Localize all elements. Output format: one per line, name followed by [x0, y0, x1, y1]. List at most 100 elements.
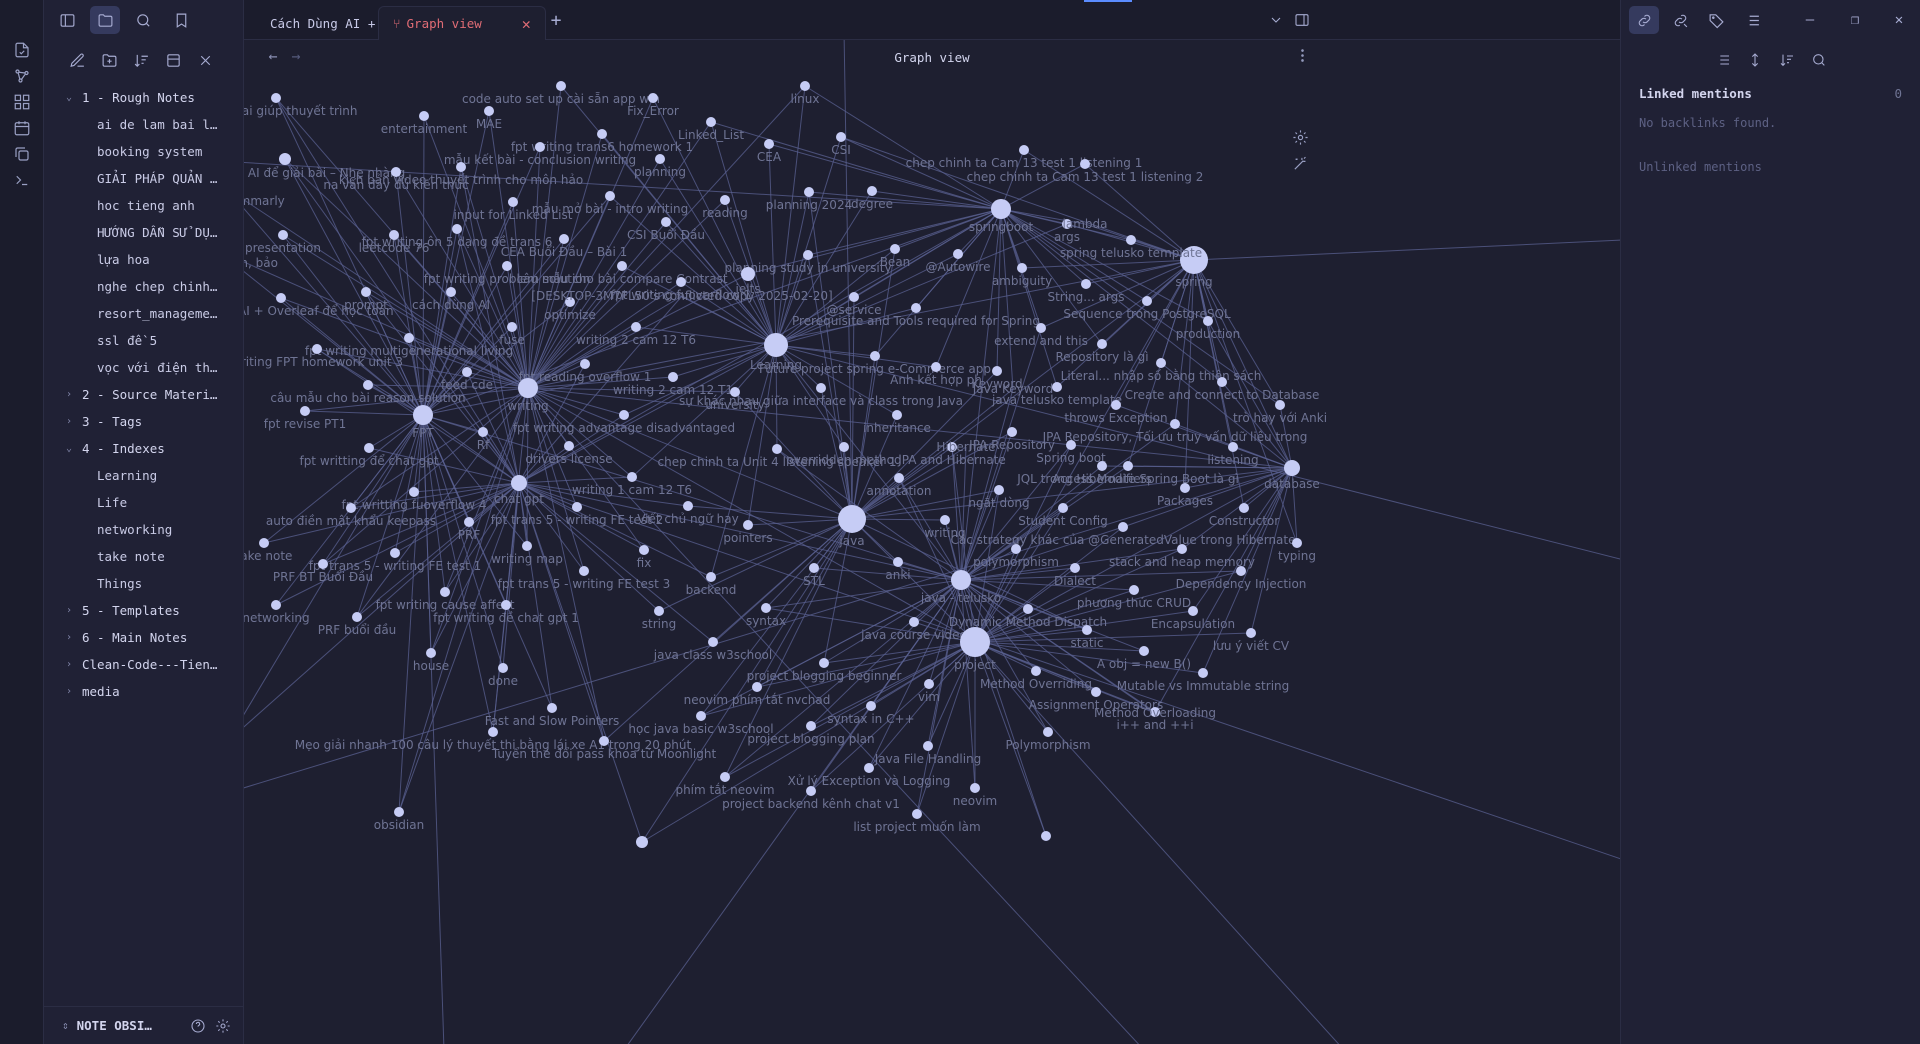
- graph-node-label[interactable]: static: [1071, 636, 1104, 650]
- graph-node-label[interactable]: mẫu mở bài - intro writing: [532, 202, 688, 216]
- graph-node-label[interactable]: input for Linked List: [454, 208, 573, 222]
- graph-node-label[interactable]: fpt trans 5 - writing FE test 3: [498, 577, 671, 591]
- graph-node[interactable]: [636, 836, 648, 848]
- graph-node[interactable]: [683, 501, 693, 511]
- graph-node-label[interactable]: obsidian: [374, 818, 424, 832]
- graph-node[interactable]: [1126, 235, 1136, 245]
- graph-node-label[interactable]: writing: [924, 526, 965, 540]
- graph-node-label[interactable]: CEA: [757, 150, 782, 164]
- file-item[interactable]: hoc tieng anh: [97, 198, 195, 213]
- graph-node[interactable]: [488, 727, 498, 737]
- graph-node[interactable]: [413, 405, 433, 425]
- graph-node-label[interactable]: Linked_List: [678, 128, 744, 142]
- graph-node-label[interactable]: overridden method: [786, 453, 901, 467]
- graph-node[interactable]: [619, 410, 629, 420]
- search-icon[interactable]: [1810, 51, 1828, 69]
- graph-node[interactable]: [617, 261, 627, 271]
- graph-node[interactable]: [346, 503, 356, 513]
- unlinked-mentions-header[interactable]: Unlinked mentions: [1639, 160, 1762, 174]
- graph-node-label[interactable]: Literal... nhập số bằng thiên sách: [1061, 369, 1262, 383]
- graph-node-label[interactable]: fpt writing multigenerational living: [305, 344, 513, 358]
- graph-node[interactable]: [627, 472, 637, 482]
- graph-node-label[interactable]: trò hay với Anki: [1233, 411, 1327, 425]
- file-item[interactable]: take note: [97, 549, 165, 564]
- graph-node-label[interactable]: Prerequisite and Tools required for Spri…: [792, 314, 1040, 328]
- graph-node[interactable]: [511, 475, 527, 491]
- graph-node[interactable]: [720, 195, 730, 205]
- file-item[interactable]: booking system: [97, 144, 203, 159]
- graph-node[interactable]: [741, 267, 755, 281]
- graph-node[interactable]: [668, 372, 678, 382]
- graph-node[interactable]: [867, 186, 877, 196]
- graph-node-label[interactable]: writing 2 cam 12 T1: [613, 383, 733, 397]
- graph-node-label[interactable]: Fix_Error: [627, 104, 679, 118]
- graph-node-label[interactable]: planning 2024: [766, 198, 852, 212]
- graph-node[interactable]: [866, 701, 876, 711]
- graph-node[interactable]: [1097, 339, 1107, 349]
- graph-node[interactable]: [1011, 544, 1021, 554]
- graph-node-label[interactable]: linux: [791, 92, 820, 106]
- graph-node[interactable]: [579, 566, 589, 576]
- graph-node[interactable]: [654, 606, 664, 616]
- graph-node[interactable]: [535, 142, 545, 152]
- graph-node-label[interactable]: listening: [1207, 453, 1258, 467]
- linked-mentions-header[interactable]: Linked mentions 0: [1639, 86, 1920, 106]
- graph-node[interactable]: [1275, 400, 1285, 410]
- graph-node[interactable]: [1043, 727, 1053, 737]
- graph-node[interactable]: [1284, 460, 1300, 476]
- graph-node-label[interactable]: java: [838, 534, 864, 548]
- folder-item[interactable]: ›2 - Source Materi…: [44, 381, 243, 408]
- graph-node-label[interactable]: project blogging plan: [747, 732, 874, 746]
- graph-node[interactable]: [507, 322, 517, 332]
- graph-node-label[interactable]: reading: [702, 206, 748, 220]
- graph-node-label[interactable]: springboot: [969, 220, 1034, 234]
- close-window-icon[interactable]: ✕: [1894, 12, 1904, 28]
- graph-node[interactable]: [1228, 442, 1238, 452]
- toggle-sidebar-icon[interactable]: [52, 6, 82, 34]
- graph-node[interactable]: [696, 711, 706, 721]
- graph-node[interactable]: [1156, 358, 1166, 368]
- graph-node[interactable]: [599, 736, 609, 746]
- graph-node[interactable]: [391, 167, 401, 177]
- graph-node-label[interactable]: inheritance: [863, 421, 931, 435]
- graph-node[interactable]: [940, 515, 950, 525]
- graph-node[interactable]: [1170, 419, 1180, 429]
- graph-node-label[interactable]: Student Config: [1018, 514, 1108, 528]
- graph-node-label[interactable]: pointers: [723, 531, 772, 545]
- graph-node-label[interactable]: degree: [851, 197, 893, 211]
- graph-node[interactable]: [1052, 382, 1062, 392]
- graph-node-label[interactable]: optimize: [544, 308, 596, 322]
- graph-node-label[interactable]: phương thức CRUD: [1077, 596, 1191, 610]
- graph-node[interactable]: [761, 603, 771, 613]
- graph-node[interactable]: [419, 111, 429, 121]
- graph-node[interactable]: [708, 637, 718, 647]
- graph-node[interactable]: [564, 441, 574, 451]
- graph-node[interactable]: [1217, 377, 1227, 387]
- graph-node[interactable]: [676, 277, 686, 287]
- graph-node[interactable]: [890, 244, 900, 254]
- graph-node-label[interactable]: sự khác nhau giữa interface và class tro…: [679, 394, 963, 408]
- graph-node-label[interactable]: lambda: [1063, 217, 1108, 231]
- graph-node-label[interactable]: writing: [507, 399, 548, 413]
- graph-node[interactable]: [361, 287, 371, 297]
- graph-node[interactable]: [1246, 628, 1256, 638]
- folder-item[interactable]: ›3 - Tags: [44, 408, 243, 435]
- graph-node-label[interactable]: code auto set up cài sẵn app win: [462, 92, 660, 106]
- templates-icon[interactable]: [10, 142, 34, 166]
- folder-item[interactable]: ›6 - Main Notes: [44, 624, 243, 651]
- graph-node[interactable]: [816, 383, 826, 393]
- graph-node-label[interactable]: project: [954, 658, 996, 672]
- graph-node[interactable]: [951, 570, 971, 590]
- animate-wand-icon[interactable]: [1289, 152, 1311, 174]
- graph-node[interactable]: [1019, 145, 1029, 155]
- open-quick-switcher-icon[interactable]: [10, 38, 34, 62]
- graph-node[interactable]: [911, 303, 921, 313]
- graph-node[interactable]: [931, 362, 941, 372]
- graph-node-label[interactable]: Create and connect to Database: [1125, 388, 1320, 402]
- graph-node-label[interactable]: chep chinh ta Cam 13 test 1 listening 2: [967, 170, 1204, 184]
- graph-node-label[interactable]: Tuyển thẻ đổi pass khóa từ Moonlight: [491, 747, 717, 761]
- graph-node-label[interactable]: neovim phím tắt nvchad: [684, 693, 831, 707]
- graph-node[interactable]: [806, 786, 816, 796]
- graph-node[interactable]: [1177, 544, 1187, 554]
- forward-arrow-icon[interactable]: →: [291, 47, 301, 65]
